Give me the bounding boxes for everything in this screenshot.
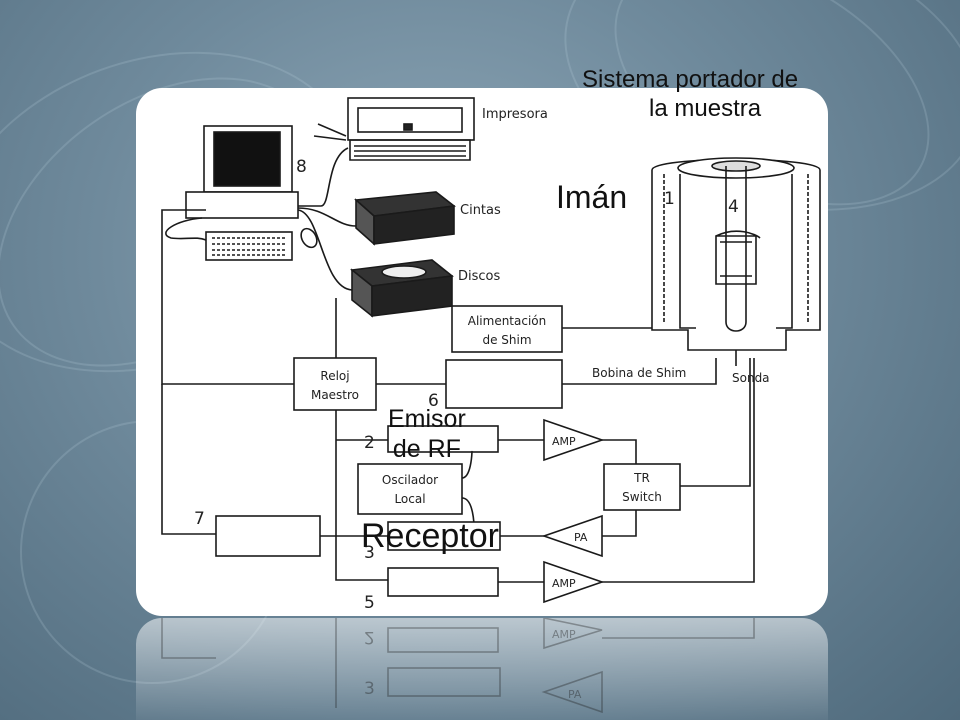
probe-label: Sonda <box>732 371 770 385</box>
amp-top <box>543 418 605 462</box>
magnet-coil-dashes <box>663 174 809 324</box>
printer-paper <box>349 139 471 161</box>
master-clock-box <box>293 357 377 411</box>
computer-to-clock <box>161 209 294 385</box>
tr-switch-label-2: Switch <box>622 490 662 504</box>
shim-power-box <box>451 305 563 353</box>
amp-top-label: AMP <box>552 435 576 448</box>
emitter-line-1: Emisor <box>388 405 466 433</box>
local-oscillator-box <box>357 463 463 515</box>
card-reflection: 2 3 AMP PA <box>136 618 828 720</box>
number-5: 5 <box>364 593 375 613</box>
sample-system-line-1: Sistema portador de <box>582 66 799 93</box>
clock-to-receiver-chain <box>335 410 388 581</box>
reflection-pa: PA <box>568 688 582 701</box>
emitter-label: Emisor de RF <box>388 404 466 464</box>
shim-power-label-1: Alimentación <box>468 314 547 328</box>
number-4: 4 <box>728 197 739 217</box>
mouse <box>300 227 318 249</box>
clock-label-2: Maestro <box>311 388 359 402</box>
local-osc-label-2: Local <box>394 492 425 506</box>
number-2: 2 <box>364 433 375 453</box>
tr-switch-label-1: TR <box>633 471 650 485</box>
number-3: 3 <box>364 543 375 563</box>
receiver-label: Receptor <box>361 517 499 555</box>
disks-label: Discos <box>458 269 500 284</box>
local-osc-label-1: Oscilador <box>382 473 438 487</box>
tapes-cable <box>297 207 357 227</box>
number-8: 8 <box>296 157 307 177</box>
reflection-svg: 2 3 AMP PA <box>161 618 755 714</box>
shim-coil-to-magnet <box>562 358 717 385</box>
left-bus-to-7 <box>161 384 216 535</box>
receiver-box <box>387 521 501 551</box>
number-7: 7 <box>194 509 205 529</box>
printer-paper-edge <box>313 123 347 141</box>
shim-coil-label: Bobina de Shim <box>592 366 686 380</box>
tapes-label: Cintas <box>460 203 501 218</box>
box-5 <box>387 567 499 597</box>
pa-amp <box>541 514 603 558</box>
emitter-line-2: de RF <box>392 435 461 463</box>
sample-holder <box>711 160 761 172</box>
printer-label: Impresora <box>482 107 548 122</box>
magnet <box>651 158 821 351</box>
reflection-number-3: 3 <box>364 679 375 699</box>
keyboard-keys <box>212 237 286 256</box>
magnet-label: Imán <box>556 179 628 215</box>
reflection-number-2: 2 <box>364 627 375 647</box>
amp-to-trswitch <box>602 439 637 464</box>
pa-label: PA <box>574 531 588 544</box>
magnet-bore <box>679 174 793 329</box>
sample-system-line-2: la muestra <box>649 94 762 122</box>
coil-turns <box>720 241 752 277</box>
box-7 <box>215 515 321 557</box>
printer-slot <box>403 123 413 131</box>
reflection-amp: AMP <box>552 628 576 641</box>
probe-coil <box>715 230 761 285</box>
sample-tube <box>725 166 747 332</box>
disk-platter <box>381 265 427 279</box>
clock-label-1: Reloj <box>320 369 349 383</box>
shim-power-label-2: de Shim <box>482 333 531 347</box>
amp-bottom-label: AMP <box>552 577 576 590</box>
printer-cable <box>298 147 349 207</box>
computer-base <box>185 191 299 219</box>
trswitch-to-probe <box>680 358 751 487</box>
nmr-diagram-card: Impresora Cintas Discos Alimentación de … <box>136 88 828 616</box>
sample-system-label: Sistema portador de la muestra <box>582 66 798 124</box>
monitor-screen <box>213 131 281 187</box>
amp-bottom-to-probe <box>602 358 755 583</box>
amp-bottom <box>543 560 605 604</box>
emitter-box <box>387 425 499 453</box>
disks-cable <box>297 209 353 291</box>
number-6: 6 <box>428 391 439 411</box>
tapes-front <box>373 205 455 245</box>
tr-switch-box <box>603 463 681 511</box>
shim-coil-box <box>445 359 563 409</box>
number-1: 1 <box>664 189 675 209</box>
nmr-block-diagram: Impresora Cintas Discos Alimentación de … <box>161 97 821 613</box>
trswitch-to-pa <box>602 510 637 537</box>
keyboard-cable <box>165 217 207 241</box>
